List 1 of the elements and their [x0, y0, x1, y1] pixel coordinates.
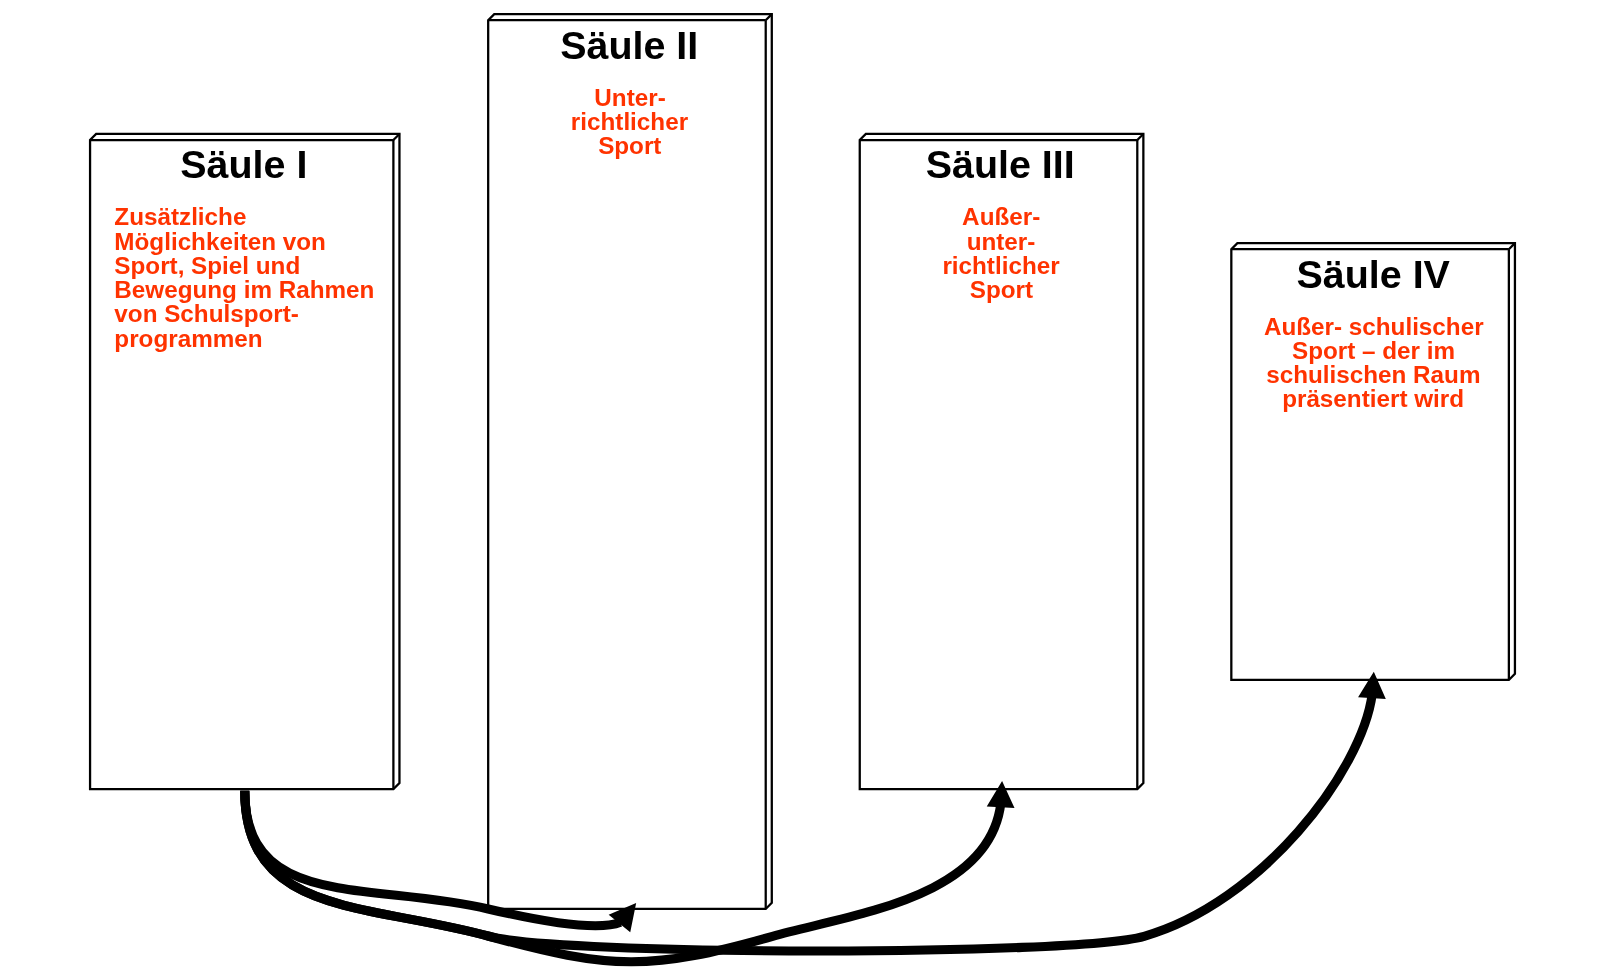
arrow [239, 671, 1386, 956]
